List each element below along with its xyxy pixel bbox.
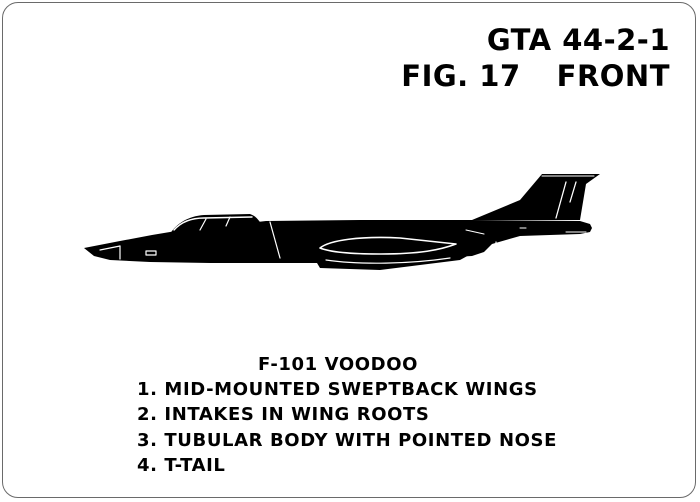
figure-heading: FIG. 17 FRONT <box>401 62 670 91</box>
view-label: FRONT <box>556 59 670 93</box>
feature-item: 1. MID-MOUNTED SWEPTBACK WINGS <box>137 379 538 400</box>
f-101-voodoo-side-silhouette-icon <box>84 174 600 270</box>
aircraft-silhouette <box>84 174 600 270</box>
aircraft-detail-lines <box>99 175 595 264</box>
gta-number: GTA 44-2-1 <box>486 23 670 57</box>
tail-fin <box>472 174 600 220</box>
feature-item: 2. INTAKES IN WING ROOTS <box>137 404 430 425</box>
aircraft-name: F-101 VOODOO <box>258 354 419 375</box>
feature-item: 3. TUBULAR BODY WITH POINTED NOSE <box>137 430 557 451</box>
feature-item: 4. T-TAIL <box>137 455 226 476</box>
figure-label: FIG. 17 <box>401 59 521 93</box>
